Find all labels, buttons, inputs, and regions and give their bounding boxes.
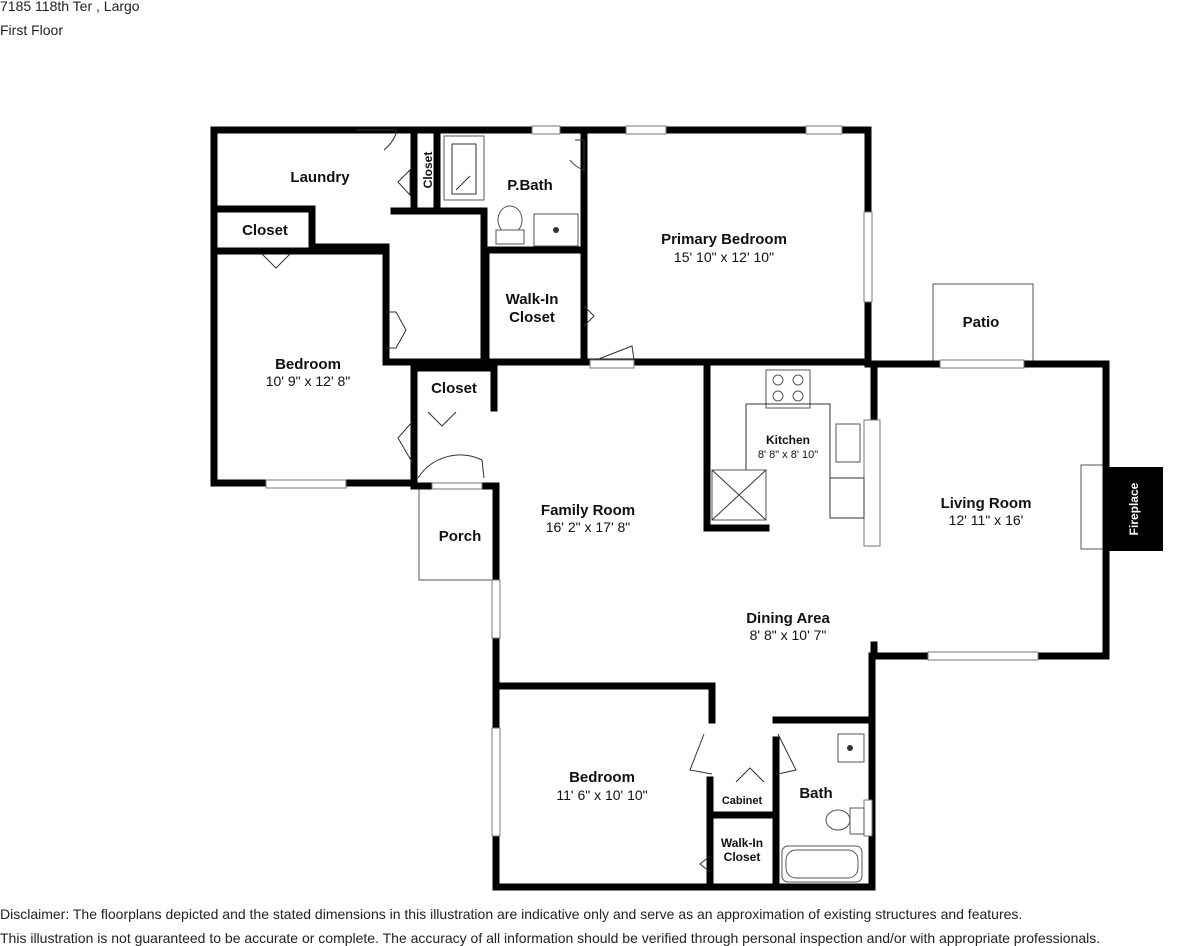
cabinet-label: Cabinet — [722, 795, 763, 807]
room-labels: Laundry Closet P.Bath Primary Bedroom 15… — [242, 152, 1141, 864]
fireplace-box — [1105, 467, 1163, 551]
primary-bedroom-dim: 15' 10" x 12' 10" — [674, 249, 774, 265]
closet-left-label: Closet — [242, 222, 288, 239]
living-room-label: Living Room — [941, 495, 1032, 512]
porch-label: Porch — [439, 528, 482, 545]
walkin-bottom-label-1: Walk-In — [721, 836, 763, 850]
toilet-bath — [825, 809, 851, 831]
kitchen-sink — [835, 423, 861, 463]
walkin-bottom-label-2: Closet — [724, 850, 761, 864]
bedroom-left-label: Bedroom — [275, 356, 341, 373]
fixtures — [443, 135, 865, 883]
walkin-top-label-1: Walk-In — [506, 291, 559, 308]
doors — [261, 129, 797, 873]
living-room-dim: 12' 11" x 16' — [949, 512, 1024, 528]
laundry-label: Laundry — [290, 169, 350, 186]
dining-area-dim: 8' 8" x 10' 7" — [750, 627, 827, 643]
patio-outline — [932, 283, 1034, 365]
shower-stall — [443, 135, 485, 201]
pbath-label: P.Bath — [507, 177, 553, 194]
disclaimer-line-2: This illustration is not guaranteed to b… — [0, 930, 1101, 946]
dining-area-label: Dining Area — [746, 610, 830, 627]
windows — [265, 125, 1039, 837]
family-room-dim: 16' 2" x 17' 8" — [546, 519, 631, 535]
fireplace-label: Fireplace — [1127, 482, 1141, 535]
kitchen-label: Kitchen — [766, 433, 810, 447]
primary-bedroom-label: Primary Bedroom — [661, 231, 787, 248]
closet-top-label: Closet — [421, 152, 435, 189]
patio-label: Patio — [963, 314, 1000, 331]
bedroom-left-dim: 10' 9" x 12' 8" — [266, 373, 351, 389]
kitchen-dim: 8' 8" x 8' 10" — [758, 449, 818, 461]
bath-label: Bath — [799, 785, 832, 802]
family-room-label: Family Room — [541, 502, 635, 519]
bedroom-bottom-label: Bedroom — [569, 769, 635, 786]
disclaimer-line-1: Disclaimer: The floorplans depicted and … — [0, 906, 1023, 922]
closet-mid-label: Closet — [431, 380, 477, 397]
address-label: 7185 118th Ter , Largo — [0, 0, 140, 14]
walkin-top-label-2: Closet — [509, 309, 555, 326]
stove — [765, 369, 811, 409]
bedroom-bottom-dim: 11' 6" x 10' 10" — [556, 787, 647, 803]
floor-label: First Floor — [0, 22, 63, 38]
